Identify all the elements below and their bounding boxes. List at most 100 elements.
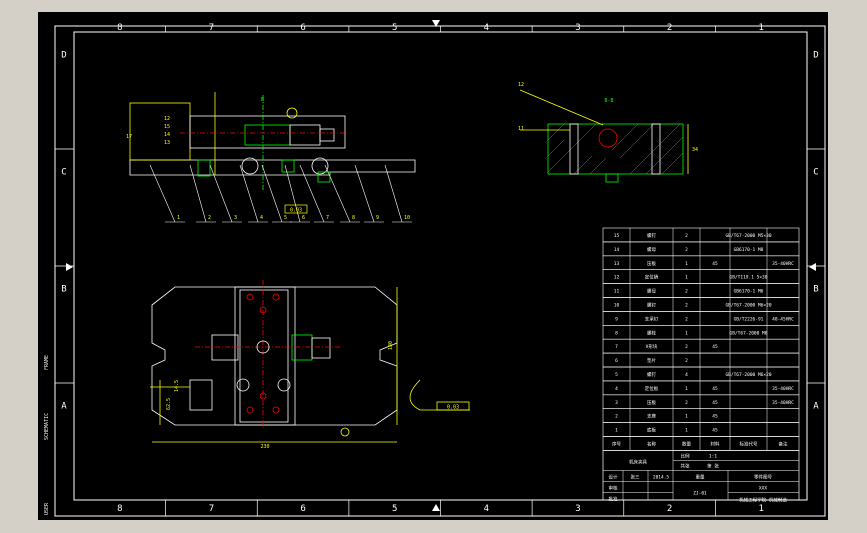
bom-cell: 2: [685, 302, 688, 308]
tb-scale: 1:1: [709, 453, 717, 459]
front-bolt-mid: [281, 159, 295, 173]
bom-cell: 11: [614, 289, 620, 295]
row-label-right: B: [813, 285, 818, 295]
tb-weight-label: 重量: [696, 473, 705, 480]
bom-cell: 3: [615, 400, 618, 406]
row-label-right: D: [813, 51, 818, 61]
bom-cell: 40-45HRC: [772, 316, 794, 322]
front-clamp-body: [189, 115, 346, 149]
callout-label: 9: [376, 215, 379, 221]
bom-cell: 9: [615, 316, 618, 322]
bom-cell: 底板: [647, 427, 656, 434]
bom-cell: 45: [712, 344, 718, 350]
bom-cell: 7: [615, 344, 618, 350]
bom-cell: 1: [685, 275, 688, 281]
column-label-top: 2: [667, 23, 672, 33]
tb-code-label: 零件图号: [754, 473, 772, 480]
column-label-top: 7: [209, 23, 214, 33]
bom-cell: 定位板: [645, 385, 659, 392]
front-dim-12: 12: [164, 116, 170, 122]
bom-cell: 4: [685, 372, 688, 378]
bom-cell: GB/T67-2000 M6×20: [725, 302, 771, 308]
bom-cell: 螺母: [647, 288, 656, 295]
front-bolt-end: [319, 128, 335, 142]
bom-cell: 1: [685, 386, 688, 392]
front-dim-13: 13: [164, 140, 170, 146]
bom-cell: 定位销: [645, 274, 659, 281]
bom-cell: 35-40HRC: [772, 386, 794, 392]
plan-flatness-frame: [436, 401, 470, 411]
front-vblock-right: [311, 157, 329, 175]
bom-cell: 名称: [647, 440, 656, 447]
bom-cell: 垫片: [647, 357, 656, 364]
bom-cell: 1: [685, 261, 688, 267]
section-foot: [605, 173, 619, 183]
bom-cell: 2: [615, 414, 618, 420]
bom-cell: 15: [614, 233, 620, 239]
title-block-frame: [602, 450, 800, 501]
front-vblock-left: [241, 157, 259, 175]
row-label-left: D: [61, 51, 66, 61]
plan-flatness: 0.03: [447, 405, 459, 411]
tb-scale-label: 比例: [681, 452, 690, 459]
section-dim: 34: [692, 147, 698, 153]
plan-view: [150, 280, 470, 443]
front-tolerance: 0.03: [290, 208, 302, 214]
column-label-top: 5: [392, 23, 397, 33]
plan-clamp: [239, 289, 289, 423]
bom-cell: 支承钉: [645, 315, 659, 322]
bom-cell: V形块: [646, 343, 658, 350]
bom-cell: 45: [712, 400, 718, 406]
bom-cell: 2: [685, 247, 688, 253]
column-label-bottom: 4: [484, 504, 489, 514]
bom-cell: 1: [685, 414, 688, 420]
bom-cell: GB/T2226-91: [734, 316, 764, 322]
tb-drawing-no: ZJ-01: [693, 490, 707, 496]
column-label-top: 4: [484, 23, 489, 33]
bom-cell: 2: [685, 233, 688, 239]
callout-leader: [261, 164, 283, 223]
callout-label: 1: [177, 215, 180, 221]
callout-leader: [189, 164, 207, 223]
section-pin-hole: [598, 128, 618, 148]
tb-date: 2014.5: [653, 474, 670, 480]
row-label-right: A: [813, 402, 819, 412]
plan-vblock-left: [236, 378, 250, 392]
section-bolt-left: [569, 123, 579, 175]
front-dim-17: 17: [126, 134, 132, 140]
row-label-left: B: [61, 285, 66, 295]
bom-cell: 2: [685, 400, 688, 406]
tb-school: XXX: [759, 485, 767, 491]
bom-cell: 2: [685, 316, 688, 322]
plan-dim-small: 14.5: [174, 380, 180, 392]
plan-dim-left: 62.5: [166, 398, 172, 410]
front-dim-15: 15: [164, 124, 170, 130]
bom-cell: 5: [615, 372, 618, 378]
bom-cell: 4: [615, 386, 618, 392]
bom-cell: 45: [712, 428, 718, 434]
callout-leader: [299, 164, 325, 223]
bom-cell: GB6170-1 M6: [734, 289, 764, 295]
tb-title: 机床夹具: [629, 458, 647, 465]
bom-cell: 材料: [711, 440, 720, 447]
plan-small-part: [189, 379, 213, 411]
column-label-bottom: 2: [667, 504, 672, 514]
bom-cell: 13: [614, 261, 620, 267]
section-view: [519, 89, 689, 183]
bom-cell: 螺钉: [647, 301, 656, 308]
side-label-user: USER: [44, 502, 50, 515]
bom-cell: GB6170-1 M8: [734, 247, 764, 253]
bom-cell: GB/T67-2000 M6×20: [725, 372, 771, 378]
column-label-bottom: 3: [575, 504, 580, 514]
column-label-top: 8: [117, 23, 122, 33]
tb-design-label: 设计: [609, 473, 618, 480]
section-bolt-right: [651, 123, 661, 175]
callout-leader: [149, 164, 176, 223]
column-label-bottom: 5: [392, 504, 397, 514]
callout-leader: [239, 164, 259, 223]
bom-cell: 1: [685, 330, 688, 336]
callout-label: 2: [208, 215, 211, 221]
callout-label: 8: [352, 215, 355, 221]
bom-cell: 螺钉: [647, 371, 656, 378]
